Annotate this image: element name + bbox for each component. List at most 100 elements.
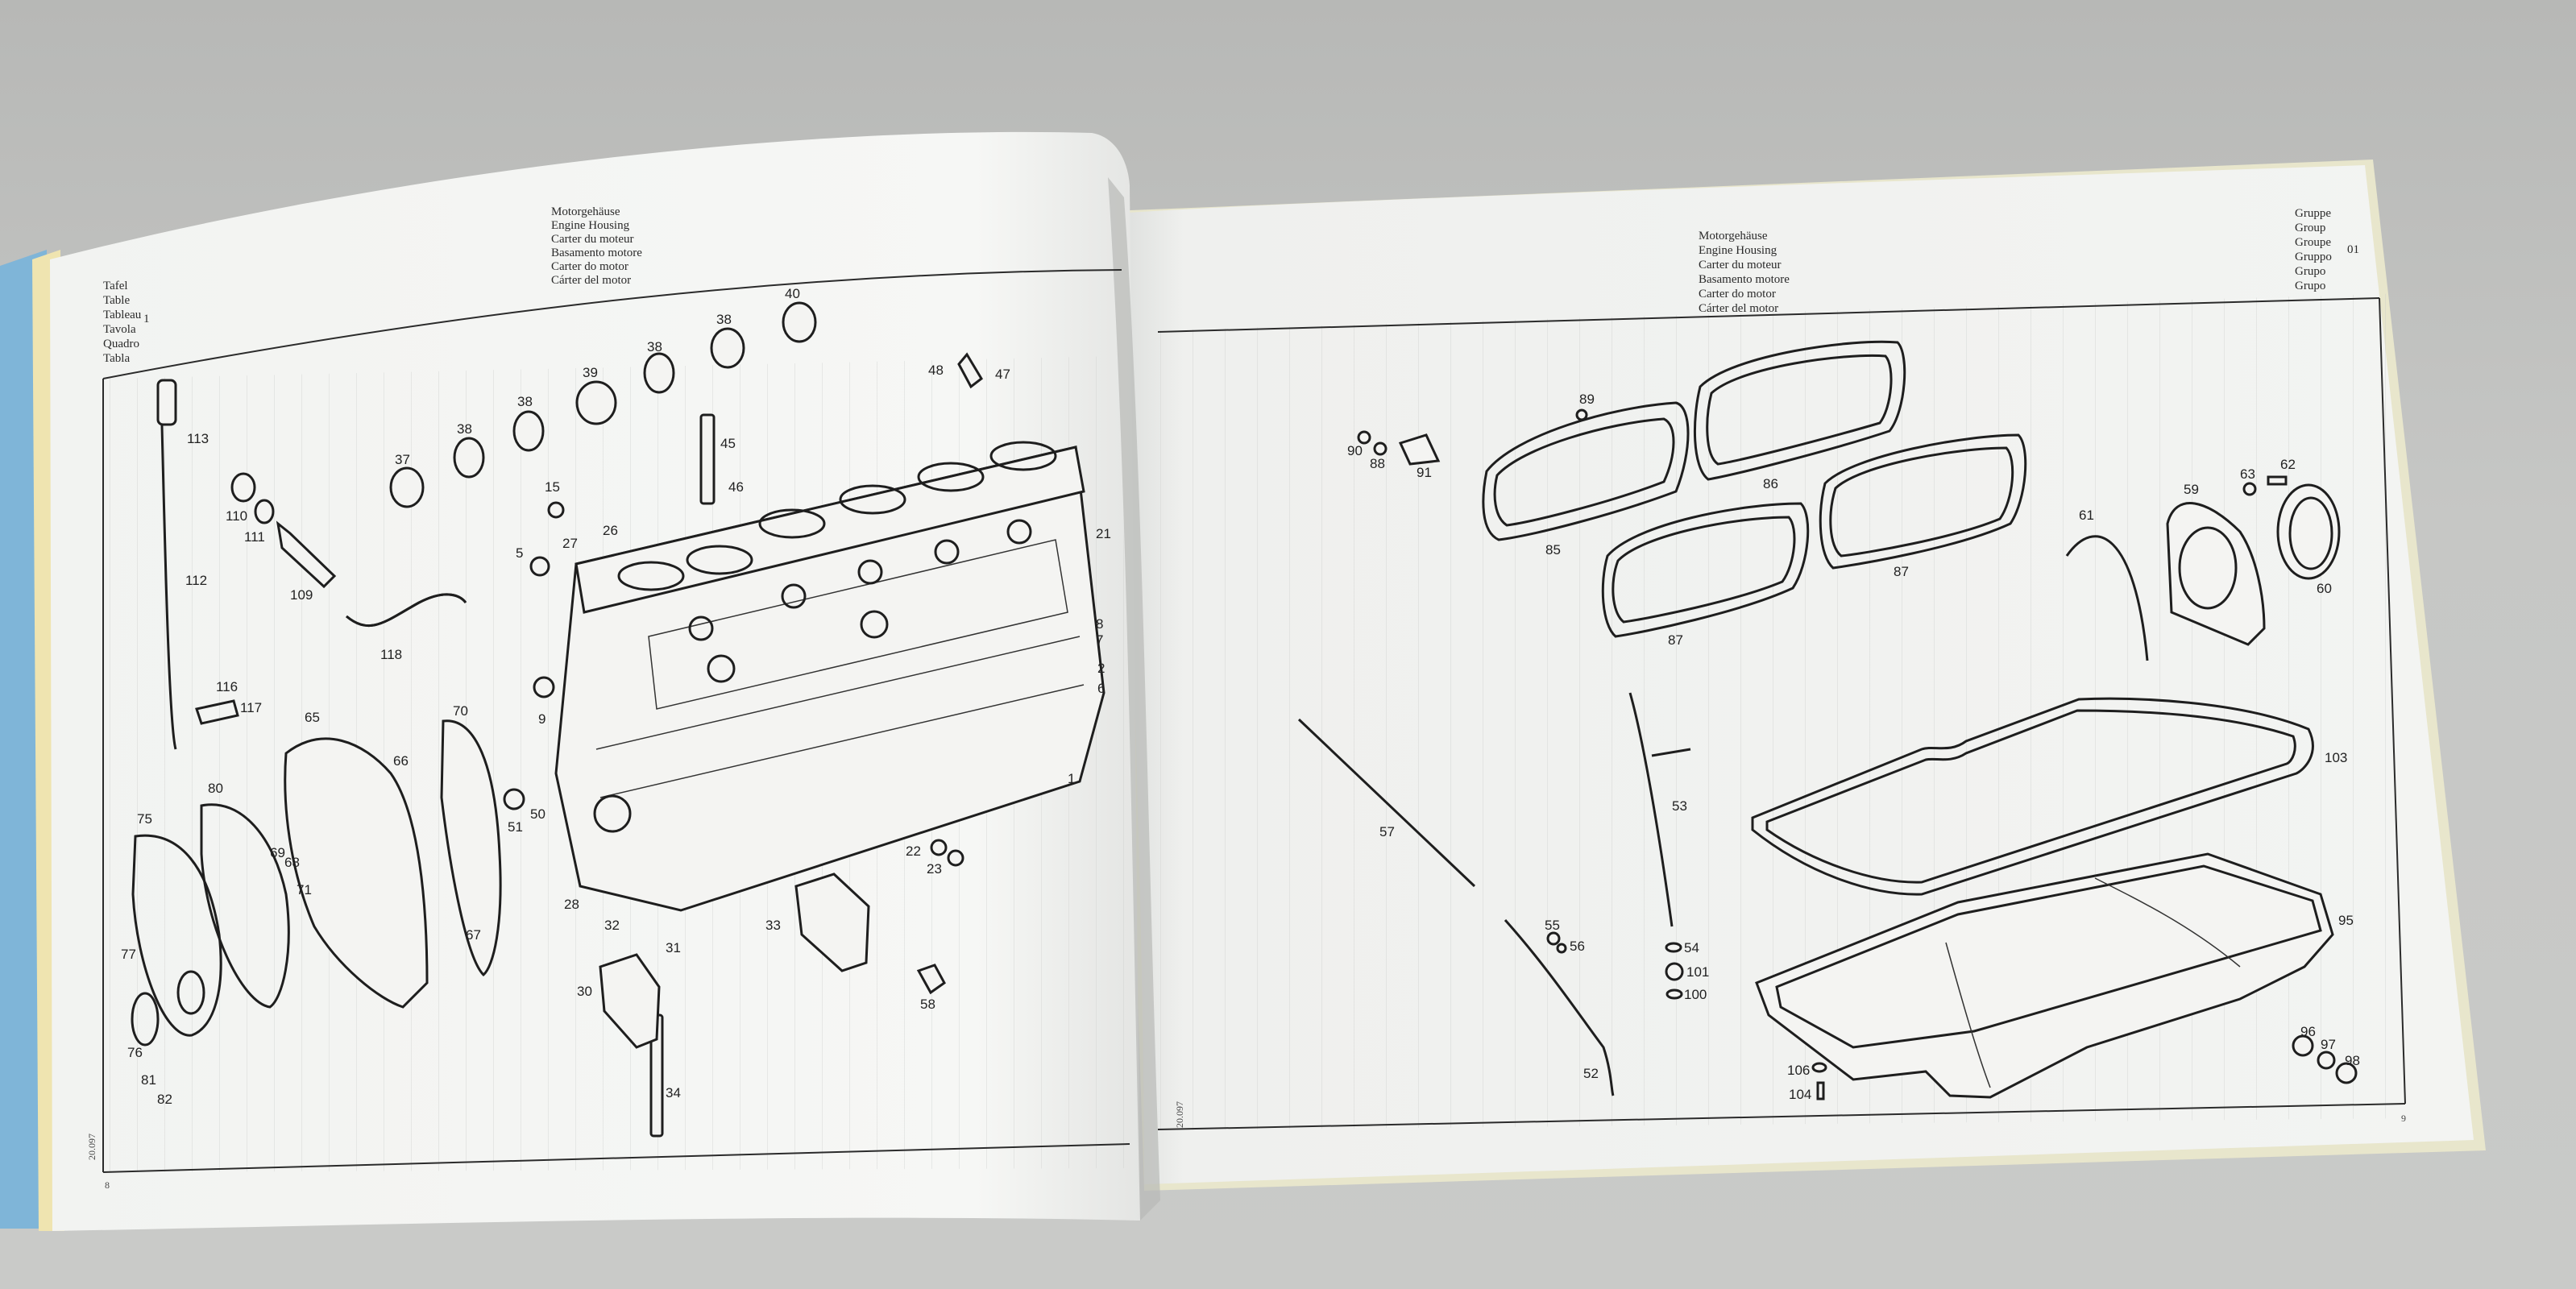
right-part-labels: 89 90 88 91 86 85 87 87 61 59 63 62 60 1… (1347, 392, 2360, 1102)
part-label: 80 (208, 781, 223, 796)
part-label: 23 (927, 861, 942, 877)
right-page-frame (1157, 297, 2406, 1130)
part-label: 8 (1096, 616, 1103, 632)
part-label: 87 (1894, 564, 1909, 579)
part-label: 52 (1583, 1066, 1599, 1081)
part-label: 95 (2338, 913, 2354, 928)
part-label: 65 (305, 710, 320, 725)
part-label: 62 (2280, 457, 2296, 472)
group-label: Gruppe (2295, 207, 2331, 220)
part-label: 6 (1097, 681, 1105, 696)
part-label: 37 (395, 452, 410, 467)
part-label: 9 (538, 711, 545, 727)
header-line: Basamento motore (1699, 273, 1790, 286)
left-page-number: 8 (105, 1179, 110, 1191)
left-page-frame (102, 269, 1130, 1173)
dipstick-tube-left (156, 379, 177, 750)
oil-pan-gasket (1751, 697, 2314, 896)
part-label: 57 (1379, 824, 1395, 839)
part-label: 101 (1686, 964, 1709, 980)
left-table-labels: Tafel Table Tableau Tavola Quadro Tabla … (103, 280, 150, 365)
header-line: Basamento motore (551, 247, 642, 259)
table-label: Tabla (103, 352, 130, 365)
table-label: Quadro (103, 338, 139, 350)
part-label: 98 (2345, 1053, 2360, 1068)
part-label: 70 (453, 703, 468, 719)
part-label: 38 (457, 421, 472, 437)
part-label: 28 (564, 897, 579, 912)
part-label: 58 (920, 997, 935, 1012)
part-label: 30 (577, 984, 592, 999)
header-line: Motorgehäuse (1699, 230, 1768, 242)
part-label: 33 (765, 918, 781, 933)
part-label: 113 (187, 431, 209, 446)
part-label: 76 (127, 1045, 143, 1060)
part-label: 88 (1370, 456, 1385, 471)
part-label: 40 (785, 286, 800, 301)
group-label: Groupe (2295, 236, 2331, 249)
part-label: 15 (545, 479, 560, 495)
part-label: 66 (393, 753, 409, 769)
side-cover-gaskets (1482, 340, 2027, 638)
part-label: 118 (380, 647, 402, 662)
part-label: 55 (1545, 918, 1560, 933)
part-label: 85 (1545, 542, 1561, 557)
part-label: 59 (2184, 482, 2199, 497)
part-label: 39 (583, 365, 598, 380)
part-label: 106 (1787, 1063, 1810, 1078)
part-label: 89 (1579, 392, 1595, 407)
part-label: 82 (157, 1092, 172, 1107)
group-number: 01 (2347, 243, 2359, 256)
part-label: 61 (2079, 508, 2094, 523)
part-label: 96 (2300, 1024, 2316, 1039)
part-label: 117 (240, 700, 262, 715)
left-header: Motorgehäuse Engine Housing Carter du mo… (551, 205, 642, 287)
part-label: 91 (1417, 465, 1432, 480)
table-label: Tableau (103, 309, 142, 321)
part-label: 54 (1684, 940, 1699, 955)
part-label: 110 (226, 508, 247, 524)
part-label: 46 (728, 479, 744, 495)
part-label: 68 (284, 855, 300, 870)
left-part-labels: 40 38 38 39 38 38 37 48 47 113 45 46 110… (121, 286, 1111, 1107)
dipstick-and-tubes-right (1297, 692, 1691, 1096)
part-label: 63 (2240, 466, 2255, 482)
part-label: 60 (2317, 581, 2332, 596)
part-label: 104 (1789, 1087, 1811, 1102)
part-label: 87 (1668, 632, 1683, 648)
part-label: 38 (716, 312, 732, 327)
part-label: 111 (244, 529, 265, 545)
table-label: Tafel (103, 280, 128, 292)
left-page-code: 20.097 (86, 1134, 97, 1160)
group-label: Gruppo (2295, 251, 2332, 263)
part-label: 45 (720, 436, 736, 451)
part-label: 90 (1347, 443, 1363, 458)
header-line: Cárter del motor (1699, 302, 1778, 315)
header-line: Motorgehäuse (551, 205, 620, 218)
part-label: 7 (1096, 632, 1103, 648)
part-label: 100 (1684, 987, 1707, 1002)
part-label: 32 (604, 918, 620, 933)
right-group-labels: Gruppe Group Groupe Gruppo Grupo Grupo 0… (2295, 207, 2359, 292)
table-number: 1 (143, 313, 150, 325)
oil-pan (1755, 852, 2334, 1099)
table-label: Tavola (103, 323, 136, 336)
right-header: Motorgehäuse Engine Housing Carter du mo… (1699, 230, 1790, 315)
part-label: 86 (1763, 476, 1778, 491)
part-label: 97 (2321, 1037, 2336, 1052)
header-line: Carter du moteur (551, 233, 633, 246)
header-line: Engine Housing (551, 219, 630, 232)
header-line: Carter do motor (551, 260, 628, 273)
header-line: Engine Housing (1699, 244, 1777, 257)
right-page-number: 9 (2401, 1113, 2406, 1124)
part-label: 47 (995, 367, 1010, 382)
part-label: 34 (666, 1085, 681, 1100)
part-label: 71 (297, 882, 312, 897)
header-line: Carter do motor (1699, 288, 1776, 300)
part-label: 81 (141, 1072, 156, 1088)
part-label: 51 (508, 819, 523, 835)
bearing-shells (389, 301, 817, 508)
part-label: 116 (216, 679, 238, 694)
group-label: Grupo (2295, 265, 2325, 278)
